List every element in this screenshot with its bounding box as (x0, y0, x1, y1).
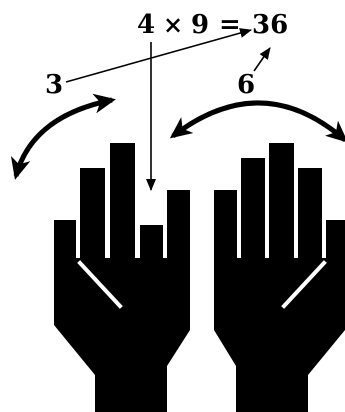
equation: 4 × 9 = 36 (137, 10, 288, 40)
equation-right-operand: 9 (191, 10, 209, 40)
curved-double-arrow-icon (173, 103, 345, 140)
hand-silhouette-icon (54, 143, 190, 412)
label-tens-count: 3 (45, 70, 63, 100)
pointer-arrow-6-to-result (254, 48, 270, 71)
curved-double-arrow-icon (16, 100, 112, 176)
equation-operator: × (163, 10, 183, 39)
hand-silhouette-icon (214, 143, 345, 412)
label-ones-count: 6 (237, 70, 255, 100)
equation-result: 36 (252, 10, 288, 40)
pointer-arrow-3-to-result (66, 30, 251, 82)
equation-left-operand: 4 (137, 10, 155, 40)
